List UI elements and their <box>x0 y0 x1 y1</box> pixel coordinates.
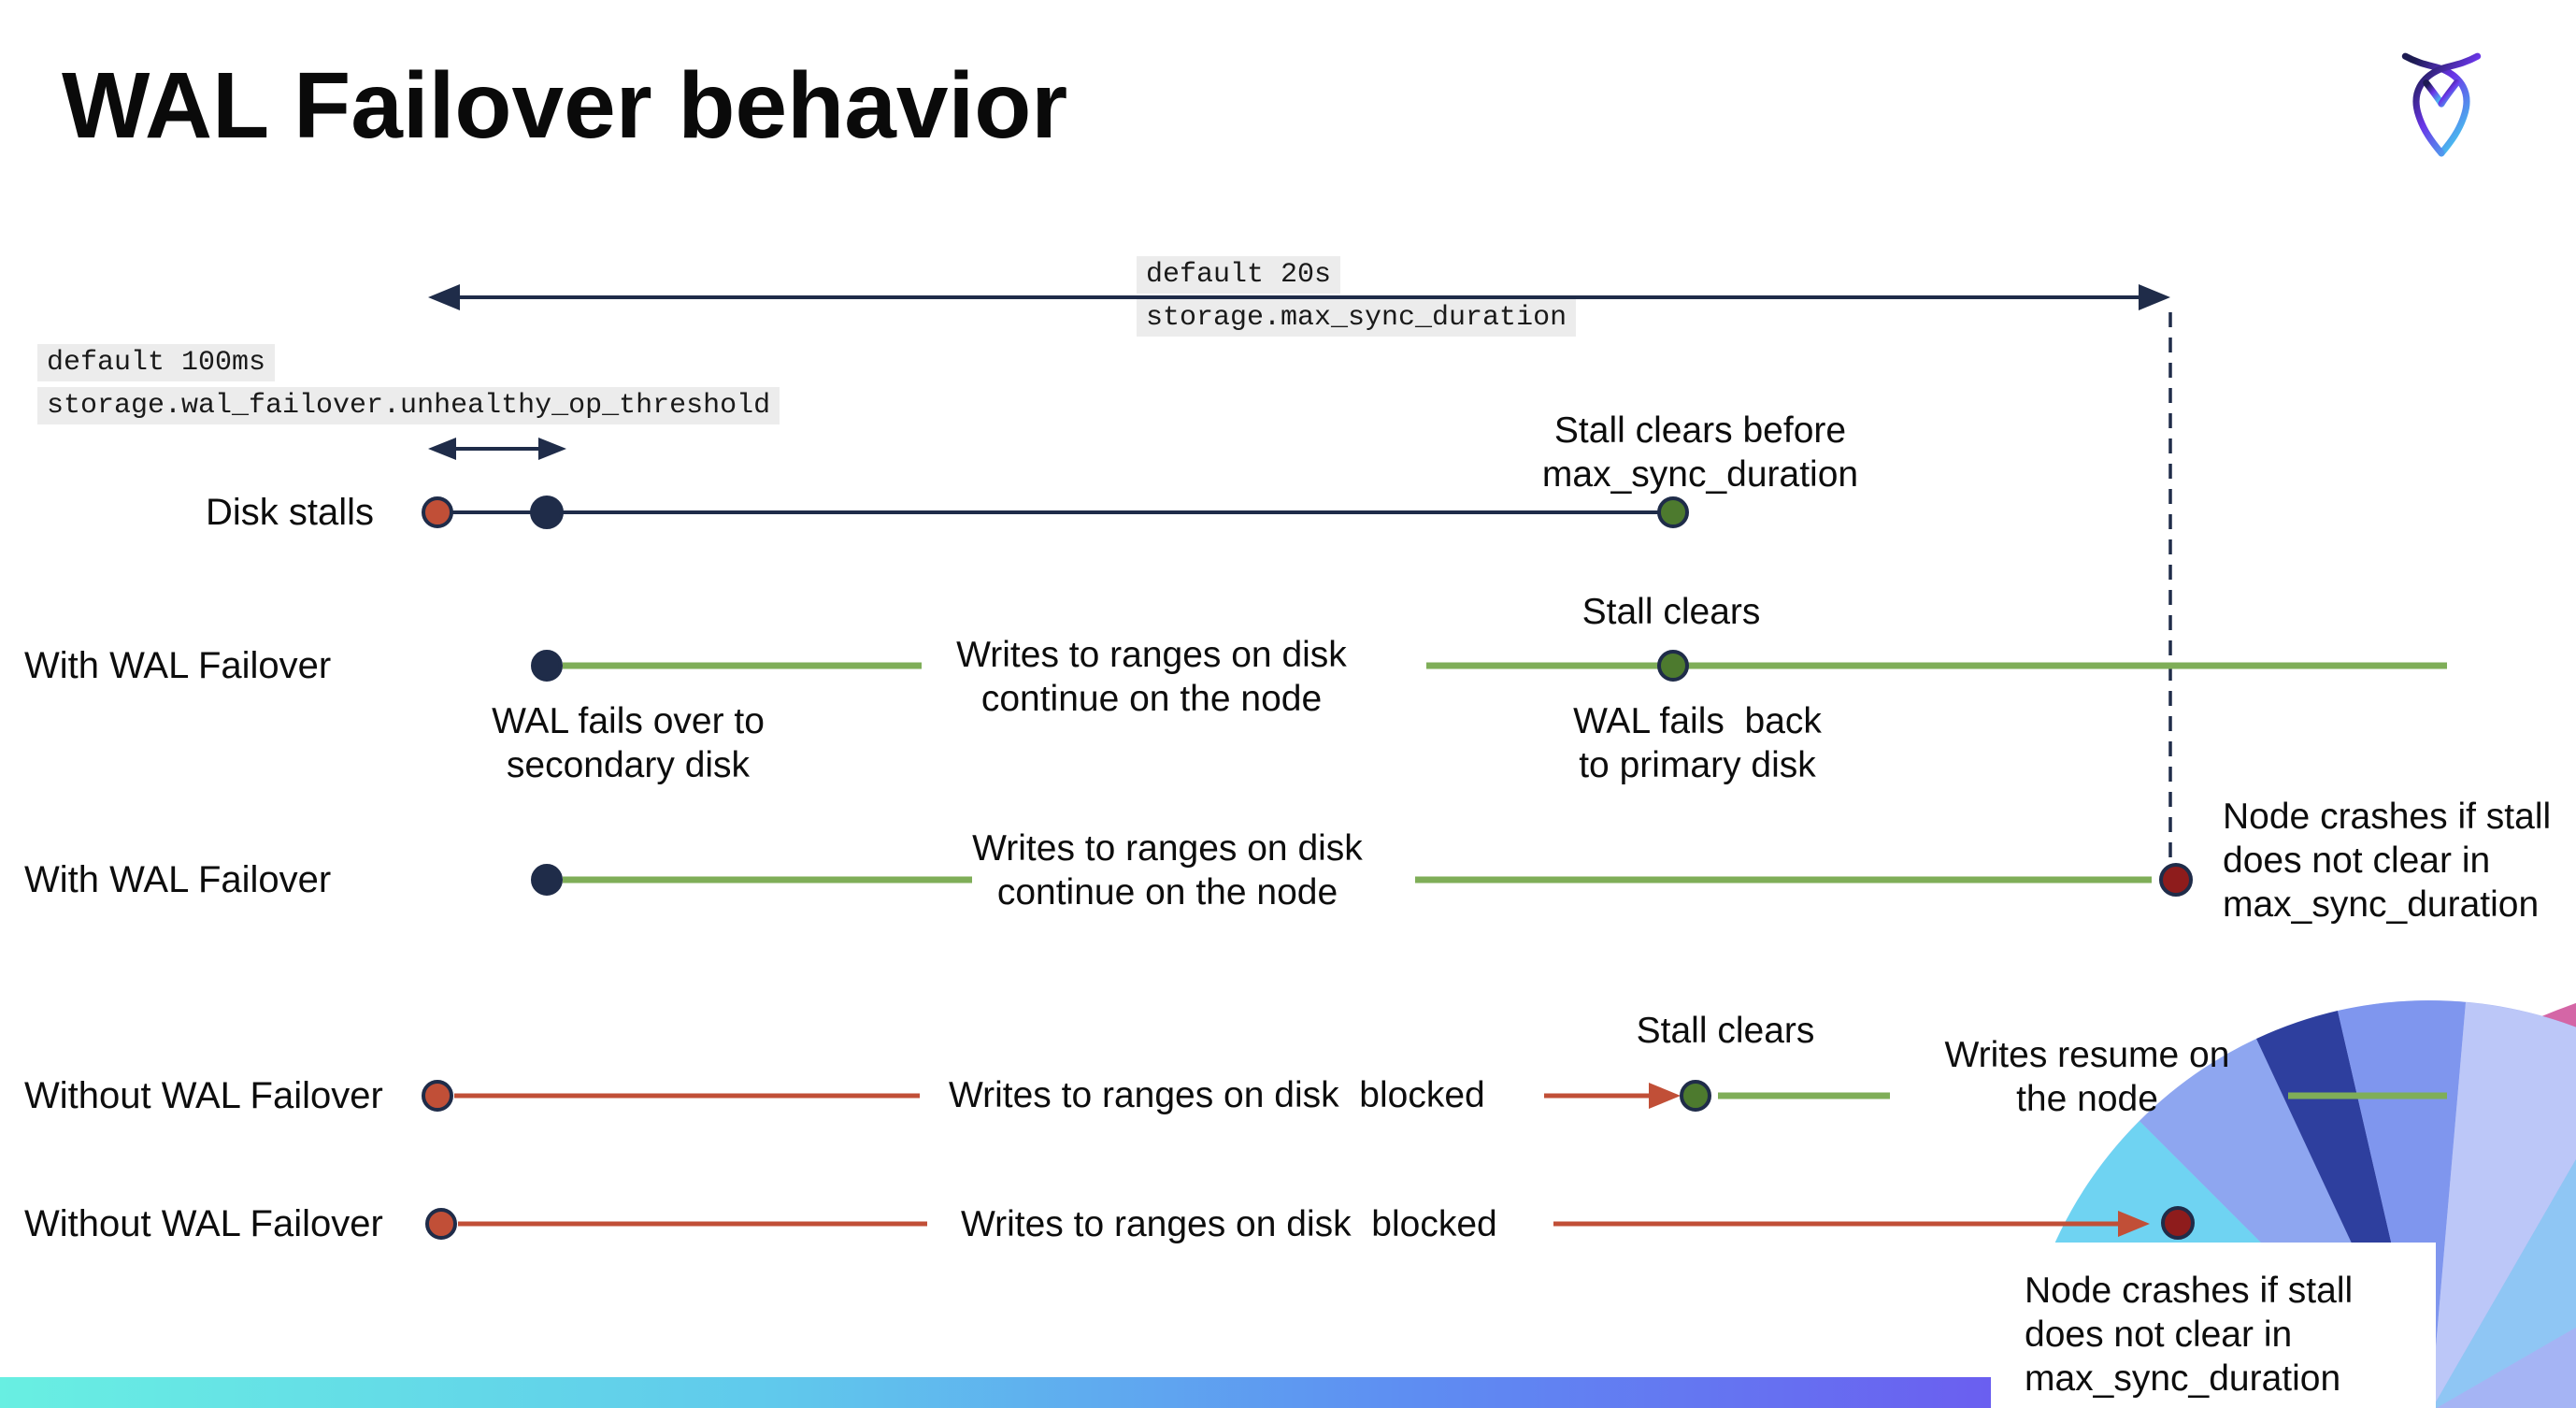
note-writes-blocked: Writes to ranges on disk blocked <box>949 1075 1485 1115</box>
node-crash-dot <box>2159 863 2193 897</box>
row-label-without-wal-failover-2: Without WAL Failover <box>24 1203 383 1244</box>
failover-dot <box>531 650 563 682</box>
setting-default-value: default 100ms <box>37 344 276 381</box>
note-writes-continue: Writes to ranges on disk continue on the… <box>972 828 1363 912</box>
stall-start-dot <box>425 1208 457 1240</box>
note-stall-clears: Stall clears <box>1636 1011 1815 1051</box>
unhealthy-op-threshold-label: default 100ms storage.wal_failover.unhea… <box>37 344 780 424</box>
arrowhead-left-icon <box>428 284 460 310</box>
max-sync-duration-label: default 20s storage.max_sync_duration <box>1137 256 1577 337</box>
arrowhead-left-icon <box>428 438 456 460</box>
setting-name: storage.wal_failover.unhealthy_op_thresh… <box>37 387 780 424</box>
note-box <box>1991 1243 2436 1408</box>
arrowhead-right-icon <box>2139 284 2170 310</box>
stall-start-dot <box>422 1080 453 1112</box>
setting-name: storage.max_sync_duration <box>1137 299 1577 337</box>
page-title: WAL Failover behavior <box>62 53 1068 158</box>
note-stall-clears-before: Stall clears before max_sync_duration <box>1541 410 1859 495</box>
note-writes-continue: Writes to ranges on disk continue on the… <box>956 635 1347 719</box>
threshold-dot <box>530 496 564 529</box>
note-stall-clears: Stall clears <box>1581 592 1761 632</box>
note-node-crashes: Node crashes if stall does not clear in … <box>2025 1271 2354 1399</box>
arrowhead-right-icon <box>1649 1083 1681 1109</box>
node-crash-dot <box>2161 1206 2195 1240</box>
row-label-disk-stalls: Disk stalls <box>205 492 374 533</box>
note-wal-fails-over: WAL fails over to secondary disk <box>492 701 765 785</box>
cockroachdb-logo-icon <box>2401 52 2482 157</box>
note-writes-blocked: Writes to ranges on disk blocked <box>961 1204 1497 1244</box>
failover-dot <box>531 864 563 896</box>
stall-clears-dot <box>1657 496 1689 528</box>
stall-start-dot <box>422 496 453 528</box>
note-wal-fails-back: WAL fails back to primary disk <box>1573 701 1822 785</box>
stall-clears-dot <box>1680 1080 1711 1112</box>
stall-clears-dot <box>1657 650 1689 682</box>
row-label-with-wal-failover-1: With WAL Failover <box>24 645 332 686</box>
arrowhead-right-icon <box>2118 1211 2150 1237</box>
note-writes-resume: Writes resume on the node <box>1944 1035 2230 1119</box>
note-node-crashes: Node crashes if stall does not clear in … <box>2223 797 2552 925</box>
setting-default-value: default 20s <box>1137 256 1341 294</box>
row-label-with-wal-failover-2: With WAL Failover <box>24 859 332 900</box>
arrowhead-right-icon <box>538 438 566 460</box>
row-label-without-wal-failover-1: Without WAL Failover <box>24 1075 383 1116</box>
